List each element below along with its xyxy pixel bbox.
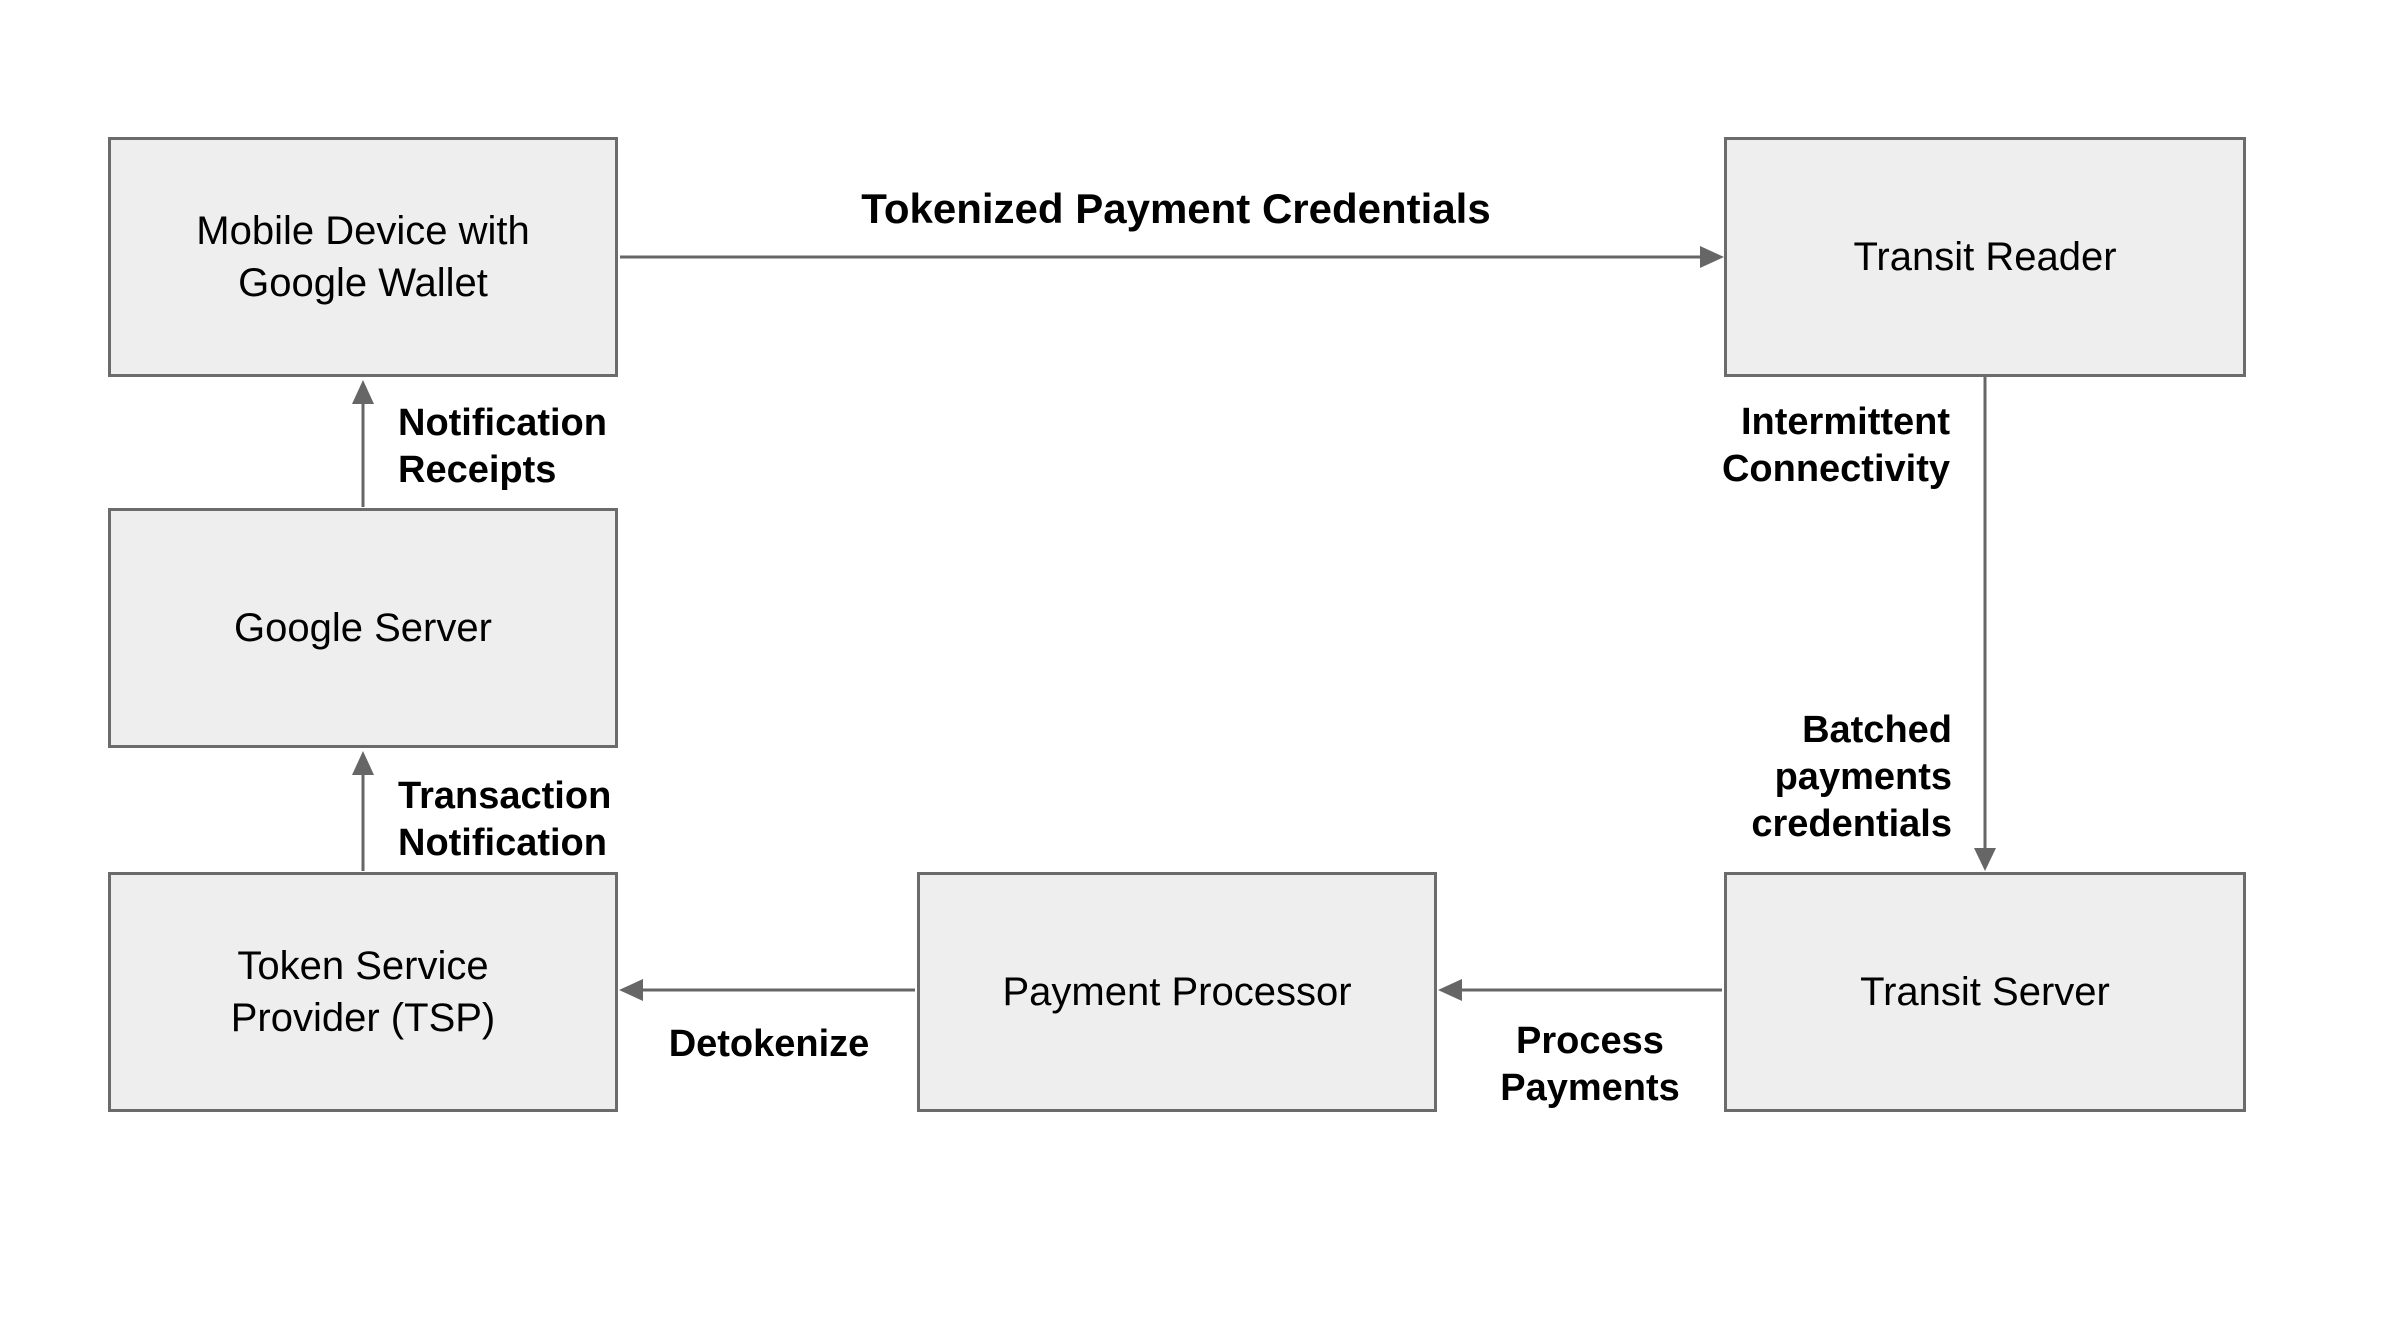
edge-label-batched-payments-credentials: Batched payments credentials (1751, 709, 1952, 845)
node-transit-reader: Transit Reader (1724, 137, 2246, 377)
edge-label-detokenize: Detokenize (668, 1023, 870, 1065)
arrow-transaction-notification (352, 751, 374, 871)
arrowhead-up-icon (352, 380, 374, 404)
edge-label-transaction-notification: Transaction Notification (398, 775, 612, 864)
node-payment-processor: Payment Processor (917, 872, 1437, 1112)
arrowhead-left-icon (1438, 979, 1462, 1001)
edge-label-intermittent-connectivity: Intermittent Connectivity (1721, 401, 1950, 490)
arrowhead-down-icon (1974, 848, 1996, 871)
arrow-tokenized-payment-credentials (620, 246, 1724, 268)
edge-label-process-payments: Process Payments (1500, 1020, 1680, 1109)
node-token-service-provider: Token Service Provider (TSP) (108, 872, 618, 1112)
arrowhead-right-icon (1700, 246, 1724, 268)
edge-label-notification-receipts: Notification Receipts (398, 402, 607, 491)
node-transit-server: Transit Server (1724, 872, 2246, 1112)
node-mobile-device-google-wallet: Mobile Device with Google Wallet (108, 137, 618, 377)
arrow-intermittent-connectivity (1974, 377, 1996, 871)
arrowhead-left-icon (619, 979, 643, 1001)
edge-label-tokenized-payment-credentials: Tokenized Payment Credentials (861, 185, 1491, 232)
node-google-server: Google Server (108, 508, 618, 748)
arrow-process-payments (1438, 979, 1722, 1001)
arrow-notification-receipts (352, 380, 374, 507)
arrowhead-up-icon (352, 751, 374, 775)
arrow-detokenize (619, 979, 915, 1001)
